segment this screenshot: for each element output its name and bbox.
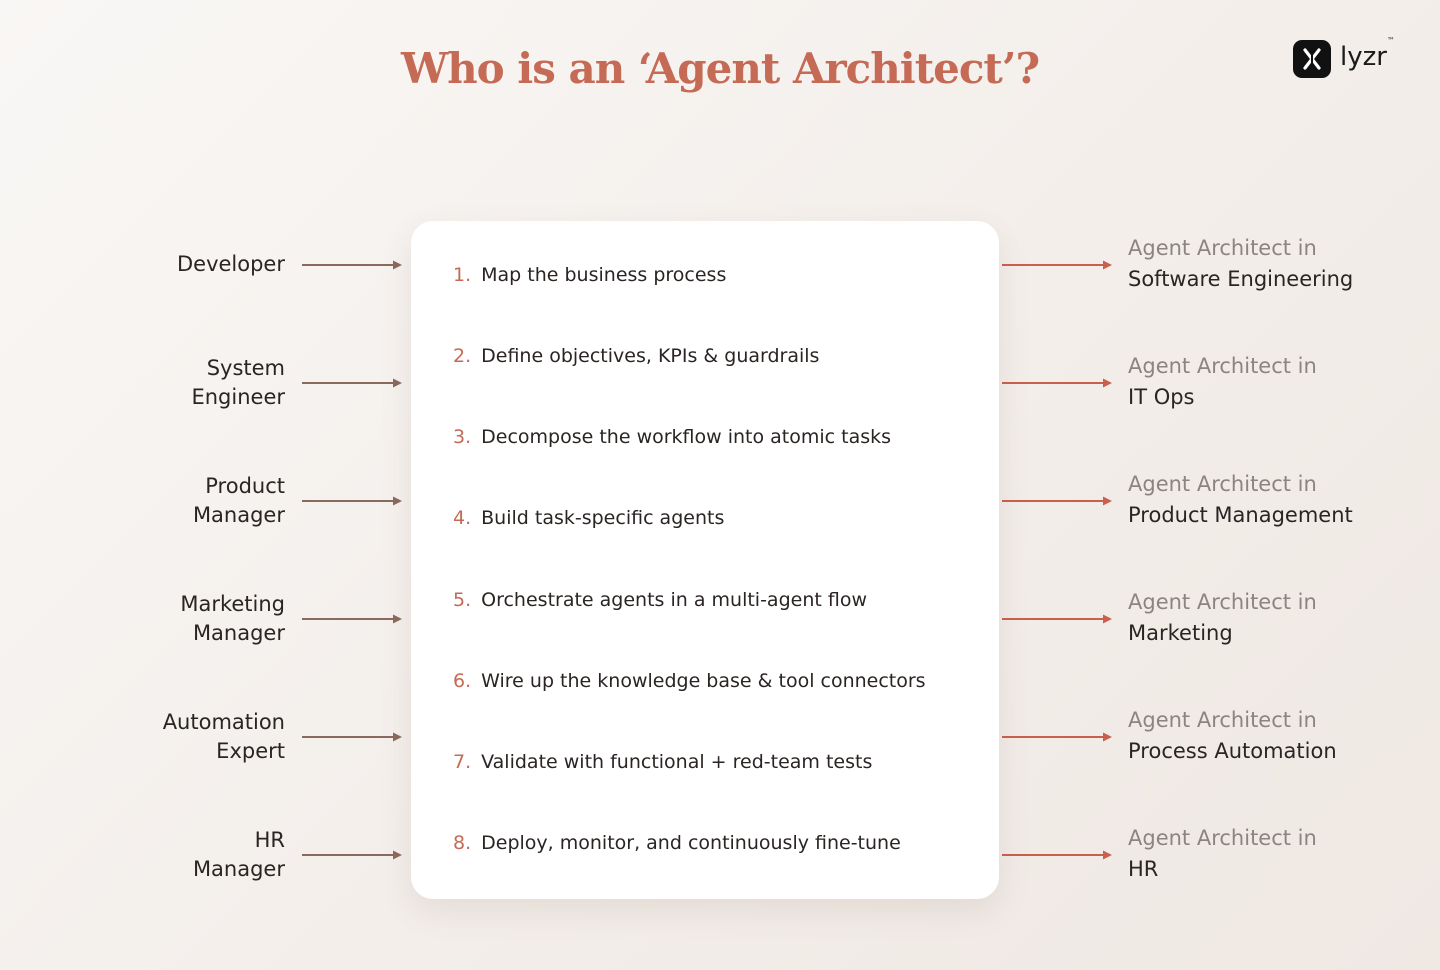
arrow-in-5 <box>302 732 402 742</box>
arrow-out-6 <box>1002 850 1112 860</box>
step-1: 1.Map the business process <box>453 264 727 286</box>
arrow-in-3 <box>302 496 402 506</box>
page-title: Who is an ‘Agent Architect’? <box>400 44 1040 93</box>
brand-wordmark: lyzr™ <box>1340 36 1395 72</box>
step-6: 6.Wire up the knowledge base & tool conn… <box>453 670 926 692</box>
step-3: 3.Decompose the workflow into atomic tas… <box>453 426 892 448</box>
lyzr-logo-icon <box>1293 40 1331 78</box>
step-5: 5.Orchestrate agents in a multi-agent fl… <box>453 589 867 611</box>
role-developer: Developer <box>176 252 285 276</box>
arrow-in-6 <box>302 850 402 860</box>
arrow-out-2 <box>1002 378 1112 388</box>
step-7: 7.Validate with functional + red-team te… <box>453 751 873 773</box>
steps-card: 1.Map the business process 2.Define obje… <box>411 221 999 899</box>
arrow-in-2 <box>302 378 402 388</box>
arrow-out-1 <box>1002 260 1112 270</box>
step-4: 4.Build task-specific agents <box>453 507 725 529</box>
arrow-out-5 <box>1002 732 1112 742</box>
arrow-out-3 <box>1002 496 1112 506</box>
brand-logo: lyzr™ <box>1293 36 1395 78</box>
arrow-in-1 <box>302 260 402 270</box>
step-2: 2.Define objectives, KPIs & guardrails <box>453 345 820 367</box>
arrow-out-4 <box>1002 614 1112 624</box>
step-8: 8.Deploy, monitor, and continuously fine… <box>453 832 901 854</box>
arrow-in-4 <box>302 614 402 624</box>
